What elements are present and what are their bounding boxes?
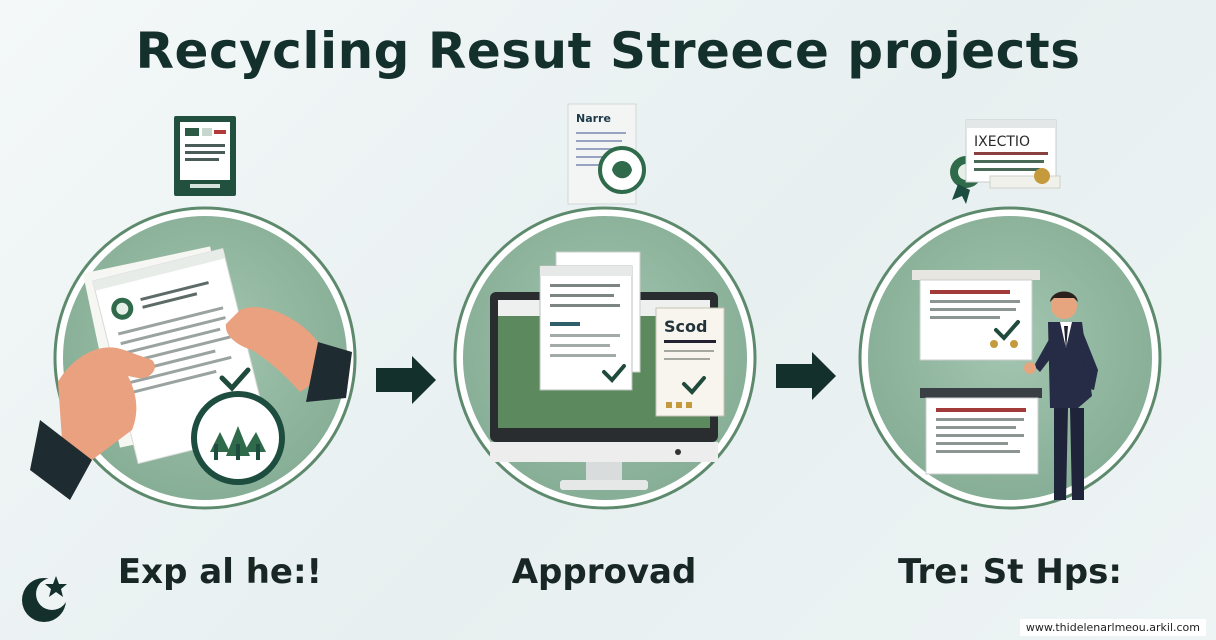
step-3-presentation-boards xyxy=(912,270,1042,475)
step-1-top-icon xyxy=(174,116,236,196)
step-2-computer-documents: Scod xyxy=(490,251,725,490)
page-title: Recycling Resut Streece projects xyxy=(135,22,1081,80)
brand-logo-icon xyxy=(22,576,68,622)
step-3-label: Tre: St Hps: xyxy=(898,552,1122,592)
step-2-top-doc-text: Narre xyxy=(576,112,611,125)
step-3-man-presenting xyxy=(1024,291,1098,500)
arrow-right-1 xyxy=(376,356,436,404)
step-3-top-icon: IXECTIO xyxy=(950,119,1061,204)
arrow-right-2 xyxy=(776,352,836,400)
step-2-label: Approvad xyxy=(511,552,697,592)
step-1-label: Exp al he:! xyxy=(117,552,323,592)
step-2-top-icon: Narre xyxy=(567,103,646,205)
step-3-top-doc-text: IXECTIO xyxy=(974,134,1030,150)
watermark-url: www.thidelenarlmeou.arkil.com xyxy=(1019,619,1206,636)
step-1-hands-document xyxy=(30,246,352,500)
step-2-card-text: Scod xyxy=(664,317,707,336)
